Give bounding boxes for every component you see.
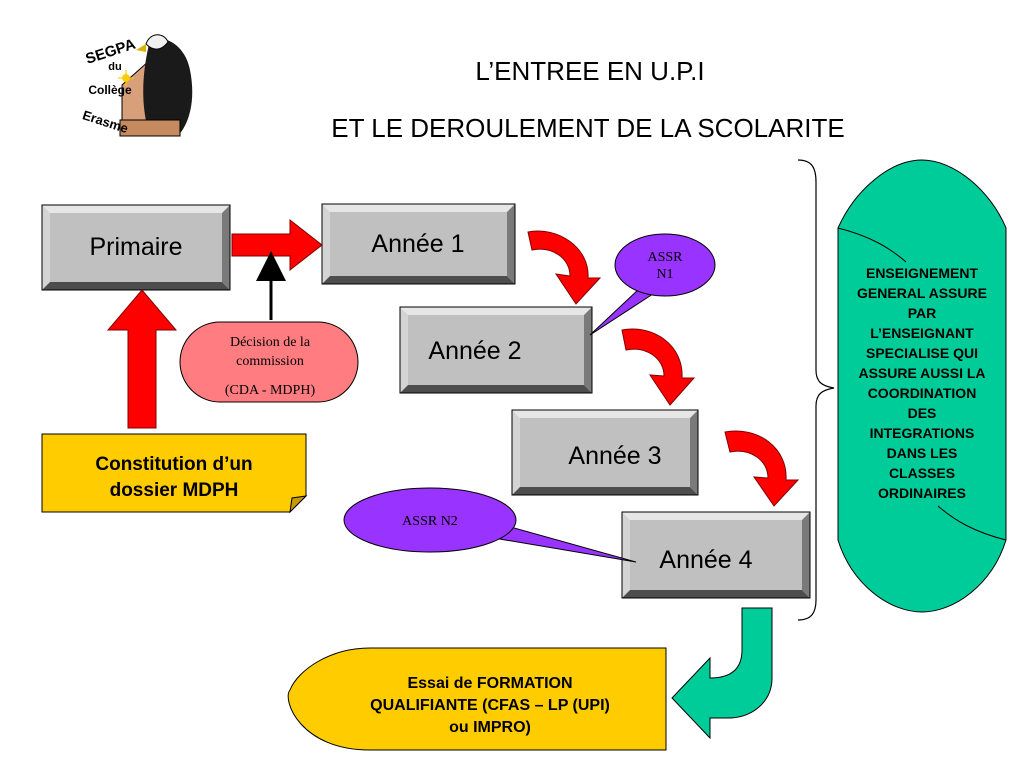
enseignement-line: DES	[908, 405, 937, 421]
box-annee-1: Année 1	[321, 203, 516, 285]
green-bent-arrow	[671, 607, 773, 740]
enseignement-banner: ENSEIGNEMENT GENERAL ASSURE PAR L’ENSEIGNAN…	[837, 159, 1007, 613]
curved-arrow-2-3	[621, 328, 696, 406]
decision-line-2: commission	[236, 354, 304, 369]
box-primaire: Primaire	[41, 204, 231, 291]
decision-line-1: Décision de la	[230, 335, 311, 350]
formation-line-3: ou IMPRO)	[449, 719, 531, 736]
box-annee-2: Année 2	[399, 306, 593, 394]
segpa-logo: SEGPA du Collège Erasme	[81, 34, 193, 137]
enseignement-line: INTEGRATIONS	[870, 425, 975, 441]
title-line-2: ET LE DEROULEMENT DE LA SCOLARITE	[331, 113, 844, 143]
assr-n2-callout: ASSR N2	[343, 487, 637, 563]
assr-n1-line-1: ASSR	[647, 250, 683, 265]
box-annee-4-label: Année 4	[659, 546, 752, 574]
dossier-line-1: Constitution d’un	[95, 454, 252, 475]
enseignement-line: GENERAL ASSURE	[857, 285, 987, 301]
enseignement-line: COORDINATION	[868, 385, 977, 401]
enseignement-line: ORDINAIRES	[878, 485, 966, 501]
dossier-note: Constitution d’un dossier MDPH	[41, 433, 308, 514]
right-brace	[797, 159, 835, 621]
enseignement-line: PAR	[908, 305, 937, 321]
arrow-dossier-to-primaire	[106, 289, 178, 429]
box-annee-3: Année 3	[511, 409, 699, 496]
assr-n2-label: ASSR N2	[402, 514, 458, 529]
dossier-line-2: dossier MDPH	[110, 480, 239, 501]
box-annee-1-label: Année 1	[371, 230, 464, 258]
title-line-1: L’ENTREE EN U.P.I	[475, 56, 704, 86]
logo-line-3: Collège	[88, 83, 132, 97]
enseignement-line: SPECIALISE QUI	[866, 345, 978, 361]
assr-n1-line-2: N1	[656, 267, 673, 282]
enseignement-line: L’ENSEIGNANT	[870, 325, 974, 341]
formation-bubble: Essai de FORMATION QUALIFIANTE (CFAS – L…	[287, 647, 667, 751]
formation-line-1: Essai de FORMATION	[407, 675, 572, 692]
formation-line-2: QUALIFIANTE (CFAS – LP (UPI)	[370, 697, 610, 714]
curved-arrow-1-2	[527, 230, 602, 305]
sun-icon	[118, 70, 134, 86]
box-annee-4: Année 4	[621, 511, 811, 599]
box-annee-3-label: Année 3	[568, 442, 661, 470]
box-annee-2-label: Année 2	[428, 337, 521, 365]
decision-line-3: (CDA - MDPH)	[225, 383, 316, 398]
decision-bubble: Décision de la commission (CDA - MDPH)	[179, 321, 359, 403]
curved-arrow-3-4	[724, 430, 800, 507]
enseignement-text: ENSEIGNEMENT GENERAL ASSURE PAR L’ENSEIGNAN…	[857, 265, 987, 501]
arrow-primaire-to-annee-1	[231, 218, 323, 272]
enseignement-line: ASSURE AUSSI LA	[858, 365, 985, 381]
logo-line-2: du	[108, 61, 121, 73]
assr-n1-callout: ASSR N1	[589, 233, 716, 336]
box-primaire-label: Primaire	[89, 233, 182, 261]
enseignement-line: DANS LES	[887, 445, 958, 461]
enseignement-line: CLASSES	[889, 465, 955, 481]
enseignement-line: ENSEIGNEMENT	[866, 265, 978, 281]
